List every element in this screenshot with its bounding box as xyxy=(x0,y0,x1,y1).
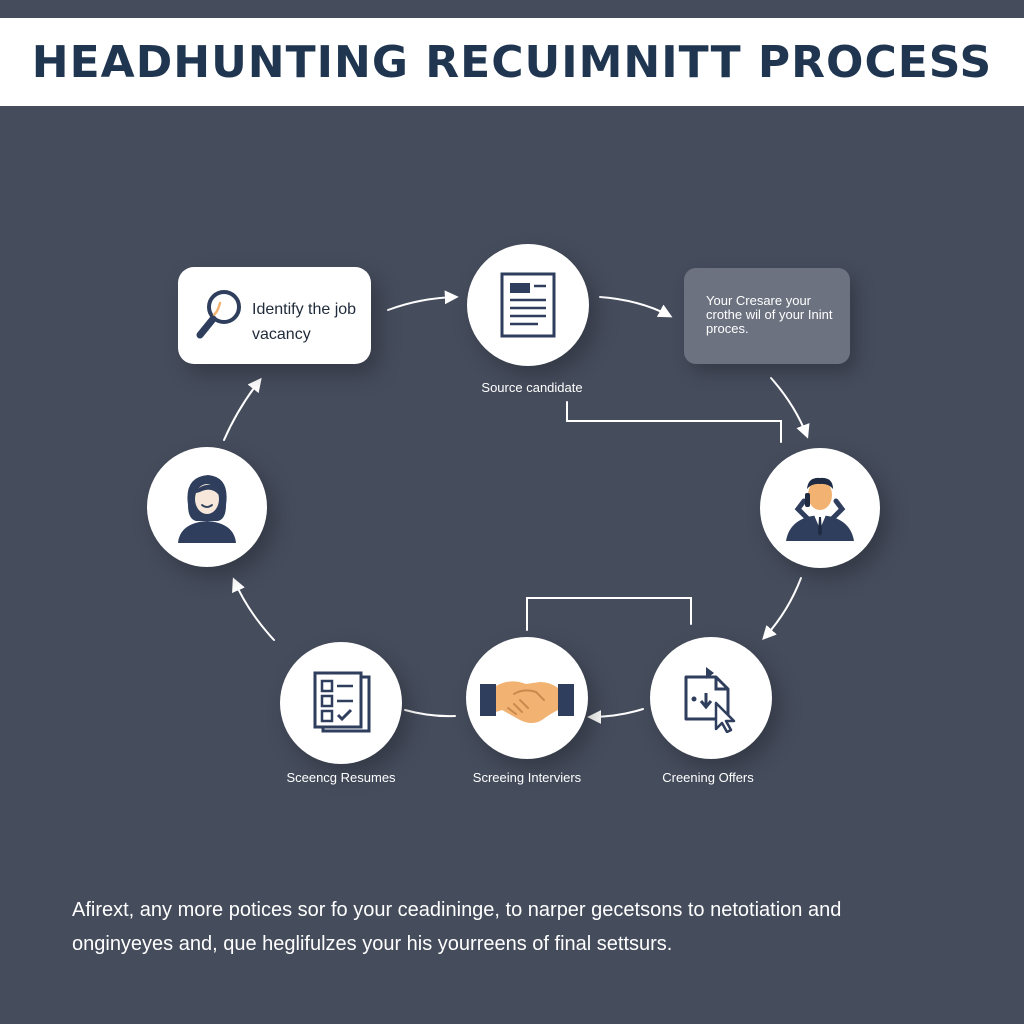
file-pointer-icon xyxy=(676,663,746,733)
arrow-contact-to-offers xyxy=(762,577,802,641)
step-resumes-node xyxy=(280,642,402,764)
phone-call-person-icon xyxy=(780,475,860,541)
step-resumes-label: Sceencg Resumes xyxy=(286,770,396,785)
footer-description: Afirext, any more potices sor fo your ce… xyxy=(72,893,972,961)
arrow-identify-to-source xyxy=(387,290,459,311)
arrow-offers-to-interviews xyxy=(587,708,644,724)
checklist-icon xyxy=(309,671,373,735)
footer-line-2: onginyeyes and, que heglifulzes your his… xyxy=(72,933,673,955)
step-interviews-label: Screeing Interviers xyxy=(472,770,582,785)
bracket-interviews-to-offers xyxy=(526,597,692,631)
woman-avatar-icon xyxy=(172,471,242,543)
magnifier-icon xyxy=(194,287,248,348)
arrow-source-to-note xyxy=(599,296,673,318)
arrow-note-to-contact xyxy=(770,377,810,439)
step-candidate-node xyxy=(147,447,267,567)
step-note-text: Your Cresare your crothe wil of your Ini… xyxy=(706,293,833,336)
title-bar: HEADHUNTING RECUIMNITT PROCESS xyxy=(0,18,1024,106)
arrow-resumes-to-candidate xyxy=(232,577,275,641)
step-contact-node xyxy=(760,448,880,568)
document-icon xyxy=(496,270,560,340)
handshake-icon xyxy=(480,668,574,728)
arrow-candidate-to-identify xyxy=(223,377,262,441)
step-interviews-node xyxy=(466,637,588,759)
page-title: HEADHUNTING RECUIMNITT PROCESS xyxy=(31,36,993,88)
step-identify-box: Identify the job vacancy xyxy=(178,267,371,364)
footer-line-1: Afirext, any more potices sor fo your ce… xyxy=(72,899,842,921)
bracket-source-to-contact xyxy=(566,401,782,443)
step-source-label: Source candidate xyxy=(481,380,583,395)
step-offers-node xyxy=(650,637,772,759)
step-offers-label: Creening Offers xyxy=(662,770,754,785)
arrow-interviews-to-resumes xyxy=(404,709,456,718)
step-note-box: Your Cresare your crothe wil of your Ini… xyxy=(684,268,850,364)
step-identify-label: Identify the job vacancy xyxy=(252,301,357,343)
step-source-node xyxy=(467,244,589,366)
